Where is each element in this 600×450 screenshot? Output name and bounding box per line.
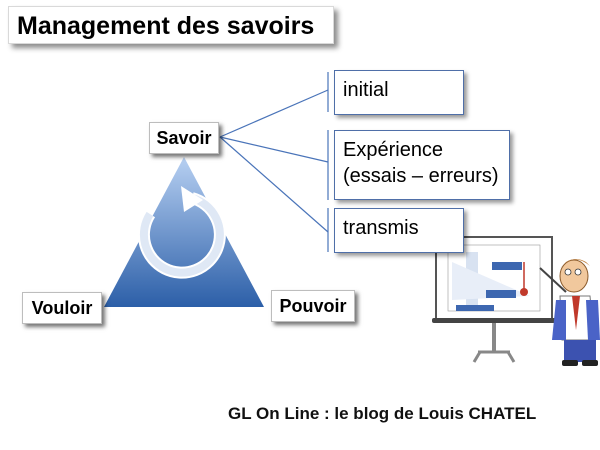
page-title: Management des savoirs [8,6,334,44]
branch-text-line1: Expérience [343,139,444,161]
cycle-arrow-icon [137,186,226,279]
branch-box-transmis: transmis [334,208,464,253]
footer-credit: GL On Line : le blog de Louis CHATEL [228,404,537,423]
triangle-label-pouvoir: Pouvoir [271,290,355,322]
triangle-label-savoir: Savoir [149,122,219,154]
branch-box-experience: Expérience (essais – erreurs) [334,130,510,200]
connector-lines [219,72,329,252]
branch-box-initial: initial [334,70,464,115]
branch-text-line2: (essais – erreurs) [343,165,499,187]
triangle-shape [104,157,264,307]
triangle-label-vouloir: Vouloir [22,292,102,324]
branch-text: initial [343,79,389,101]
presenter-illustration [432,236,600,366]
branch-text: transmis [343,217,419,239]
